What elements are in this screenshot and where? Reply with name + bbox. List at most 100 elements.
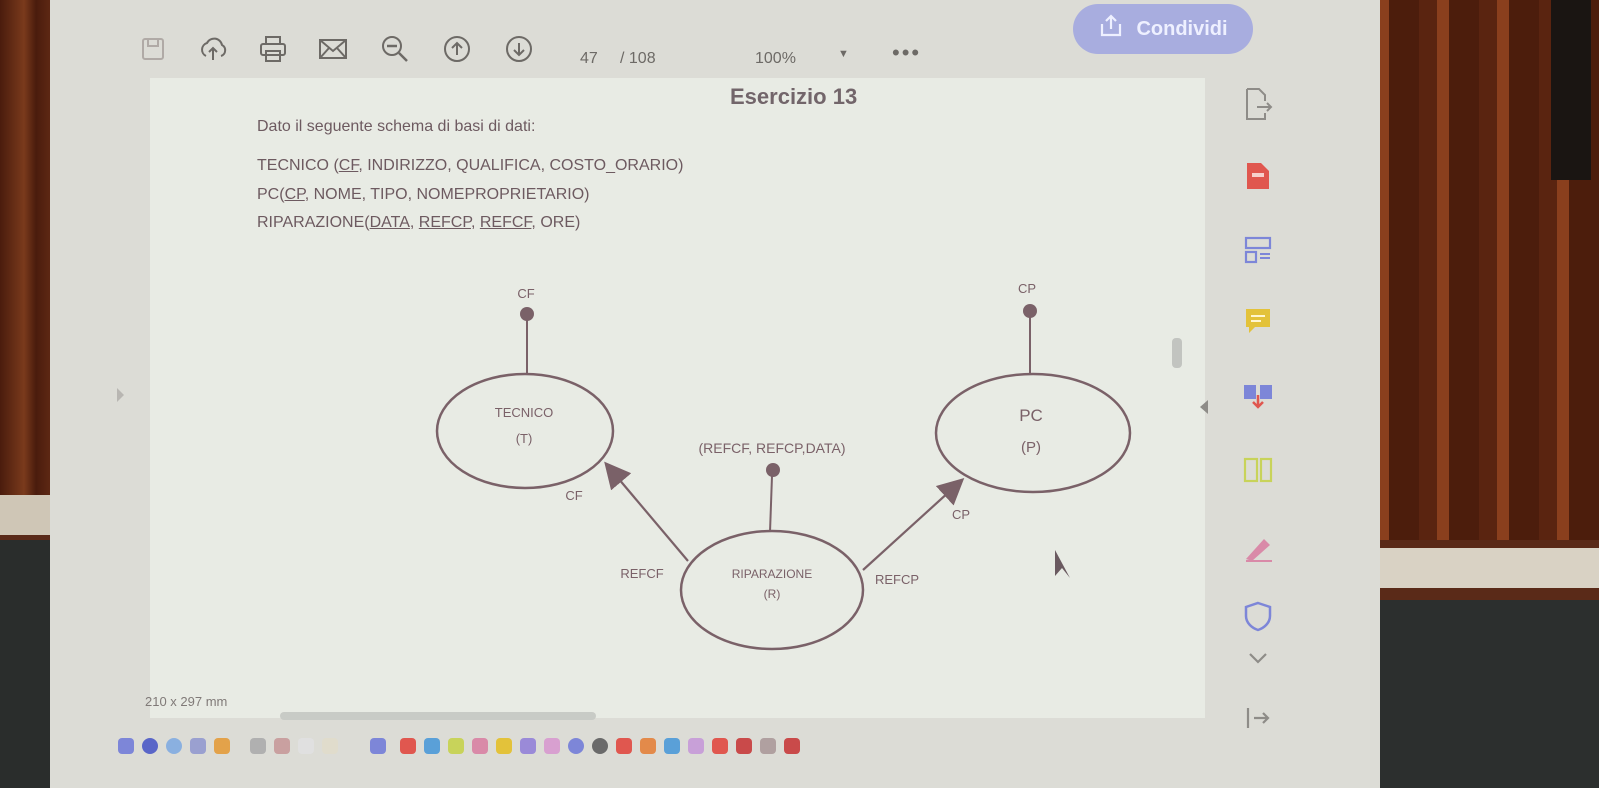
collapse-sidebar-icon[interactable]: [1200, 400, 1208, 414]
comment-icon[interactable]: [1240, 302, 1276, 338]
next-page-icon[interactable]: [504, 34, 534, 64]
pc-entity: [934, 372, 1132, 494]
share-icon: [1098, 14, 1124, 44]
dock-app-icon[interactable]: [784, 738, 800, 754]
organize-pages-icon[interactable]: [1240, 232, 1276, 268]
create-pdf-icon[interactable]: [1240, 158, 1276, 194]
riparazione-key-dot: [766, 463, 780, 477]
dock-app-icon[interactable]: [142, 738, 158, 754]
chevron-down-icon[interactable]: ▼: [838, 48, 849, 60]
schema-line-riparazione: RIPARAZIONE(DATA, REFCP, REFCF, ORE): [257, 214, 580, 232]
dock-app-icon[interactable]: [400, 738, 416, 754]
dock-app-icon[interactable]: [322, 738, 338, 754]
tecnico-name: TECNICO: [495, 405, 554, 420]
schema-line-tecnico: TECNICO (CF, INDIRIZZO, QUALIFICA, COSTO…: [257, 157, 683, 175]
tecnico-alias: (T): [516, 431, 533, 446]
page-size-label: 210 x 297 mm: [145, 694, 228, 709]
arrow-refcf-to-cf: [604, 461, 689, 562]
vertical-scrollbar[interactable]: [1172, 338, 1182, 368]
dock-app-icon[interactable]: [274, 738, 290, 754]
page-total: / 108: [620, 50, 656, 67]
dock-app-icon[interactable]: [592, 738, 608, 754]
dock-app-icon[interactable]: [712, 738, 728, 754]
intro-text: Dato il seguente schema di basi di dati:: [257, 118, 536, 135]
save-icon[interactable]: [138, 34, 168, 64]
dock-app-icon[interactable]: [424, 738, 440, 754]
board-ledge-right: [1359, 548, 1599, 588]
dock-app-icon[interactable]: [370, 738, 386, 754]
schema-text: RIPARAZIONE(: [257, 214, 370, 231]
expand-more-icon[interactable]: [1240, 640, 1276, 676]
riparazione-name: RIPARAZIONE: [732, 567, 812, 581]
page-nav-left-icon[interactable]: [117, 388, 124, 402]
compress-icon[interactable]: [1240, 452, 1276, 488]
arrow-refcp-to-cp: [862, 478, 965, 571]
riparazione-alias: (R): [764, 587, 781, 601]
pc-key-label: CP: [1018, 281, 1036, 296]
schema-text: , INDIRIZZO, QUALIFICA, COSTO_ORARIO): [358, 157, 684, 174]
arrow-left-source-label: REFCF: [620, 566, 663, 581]
more-options-button[interactable]: •••: [892, 40, 922, 65]
page-number-input[interactable]: 47: [580, 50, 598, 67]
fill-sign-icon[interactable]: [1240, 530, 1276, 566]
dock-app-icon[interactable]: [544, 738, 560, 754]
zoom-select[interactable]: 100%: [755, 50, 796, 67]
dock-app-icon[interactable]: [760, 738, 776, 754]
primary-key: REFCF: [479, 214, 532, 231]
dock-app-icon[interactable]: [118, 738, 134, 754]
dock-app-icon[interactable]: [250, 738, 266, 754]
tecnico-entity: [435, 372, 615, 490]
collapse-panel-icon[interactable]: [1240, 700, 1276, 736]
riparazione-key-label: (REFCF, REFCP,DATA): [698, 440, 845, 456]
pc-name: PC: [1019, 406, 1043, 425]
dock-app-icon[interactable]: [568, 738, 584, 754]
pc-key-dot: [1023, 304, 1037, 318]
primary-key: REFCP: [418, 214, 471, 231]
previous-page-icon[interactable]: [442, 34, 472, 64]
pdf-page: [150, 78, 1205, 718]
dock-app-icon[interactable]: [448, 738, 464, 754]
email-icon[interactable]: [318, 34, 348, 64]
zoom-out-icon[interactable]: [380, 34, 410, 64]
pdf-toolbar: 47 / 108 100% ▼ •••: [70, 18, 1300, 70]
horizontal-scrollbar[interactable]: [280, 712, 596, 720]
schema-line-pc: PC(CP, NOME, TIPO, NOMEPROPRIETARIO): [257, 186, 590, 204]
combine-files-icon[interactable]: [1240, 378, 1276, 414]
dock-app-icon[interactable]: [496, 738, 512, 754]
dock-app-icon[interactable]: [688, 738, 704, 754]
dock-app-icon[interactable]: [166, 738, 182, 754]
mouse-cursor-icon: [1055, 550, 1070, 578]
tecnico-key-dot: [520, 307, 534, 321]
primary-key: CP: [284, 186, 305, 203]
dock-app-icon[interactable]: [214, 738, 230, 754]
dock-app-icon[interactable]: [190, 738, 206, 754]
schema-text: TECNICO (: [257, 157, 339, 174]
riparazione-entity: [679, 529, 865, 651]
arrow-right-target-label: CP: [952, 507, 970, 522]
riparazione-key-line: [769, 475, 773, 533]
page-title: Esercizio 13: [730, 84, 858, 109]
schema-text: PC(: [257, 186, 285, 203]
protect-icon[interactable]: [1240, 598, 1276, 634]
pc-alias: (P): [1021, 439, 1041, 456]
schema-text: , ORE): [531, 214, 581, 231]
upload-cloud-icon[interactable]: [198, 34, 228, 64]
schema-text: ,: [470, 214, 480, 231]
dock-app-icon[interactable]: [736, 738, 752, 754]
export-pdf-icon[interactable]: [1240, 86, 1276, 122]
arrow-right-source-label: REFCP: [875, 572, 919, 587]
dock-app-icon[interactable]: [520, 738, 536, 754]
share-button[interactable]: Condividi: [1073, 4, 1253, 54]
print-icon[interactable]: [258, 34, 288, 64]
primary-key: CF: [338, 157, 359, 174]
schema-text: , NOME, TIPO, NOMEPROPRIETARIO): [304, 186, 590, 203]
arrow-left-target-label: CF: [565, 488, 582, 503]
dark-wall-panel: [1551, 0, 1591, 180]
dock-app-icon[interactable]: [664, 738, 680, 754]
dock-app-icon[interactable]: [298, 738, 314, 754]
dock-app-icon[interactable]: [616, 738, 632, 754]
dock-app-icon[interactable]: [472, 738, 488, 754]
taskbar-dock: [100, 738, 860, 778]
dock-app-icon[interactable]: [640, 738, 656, 754]
